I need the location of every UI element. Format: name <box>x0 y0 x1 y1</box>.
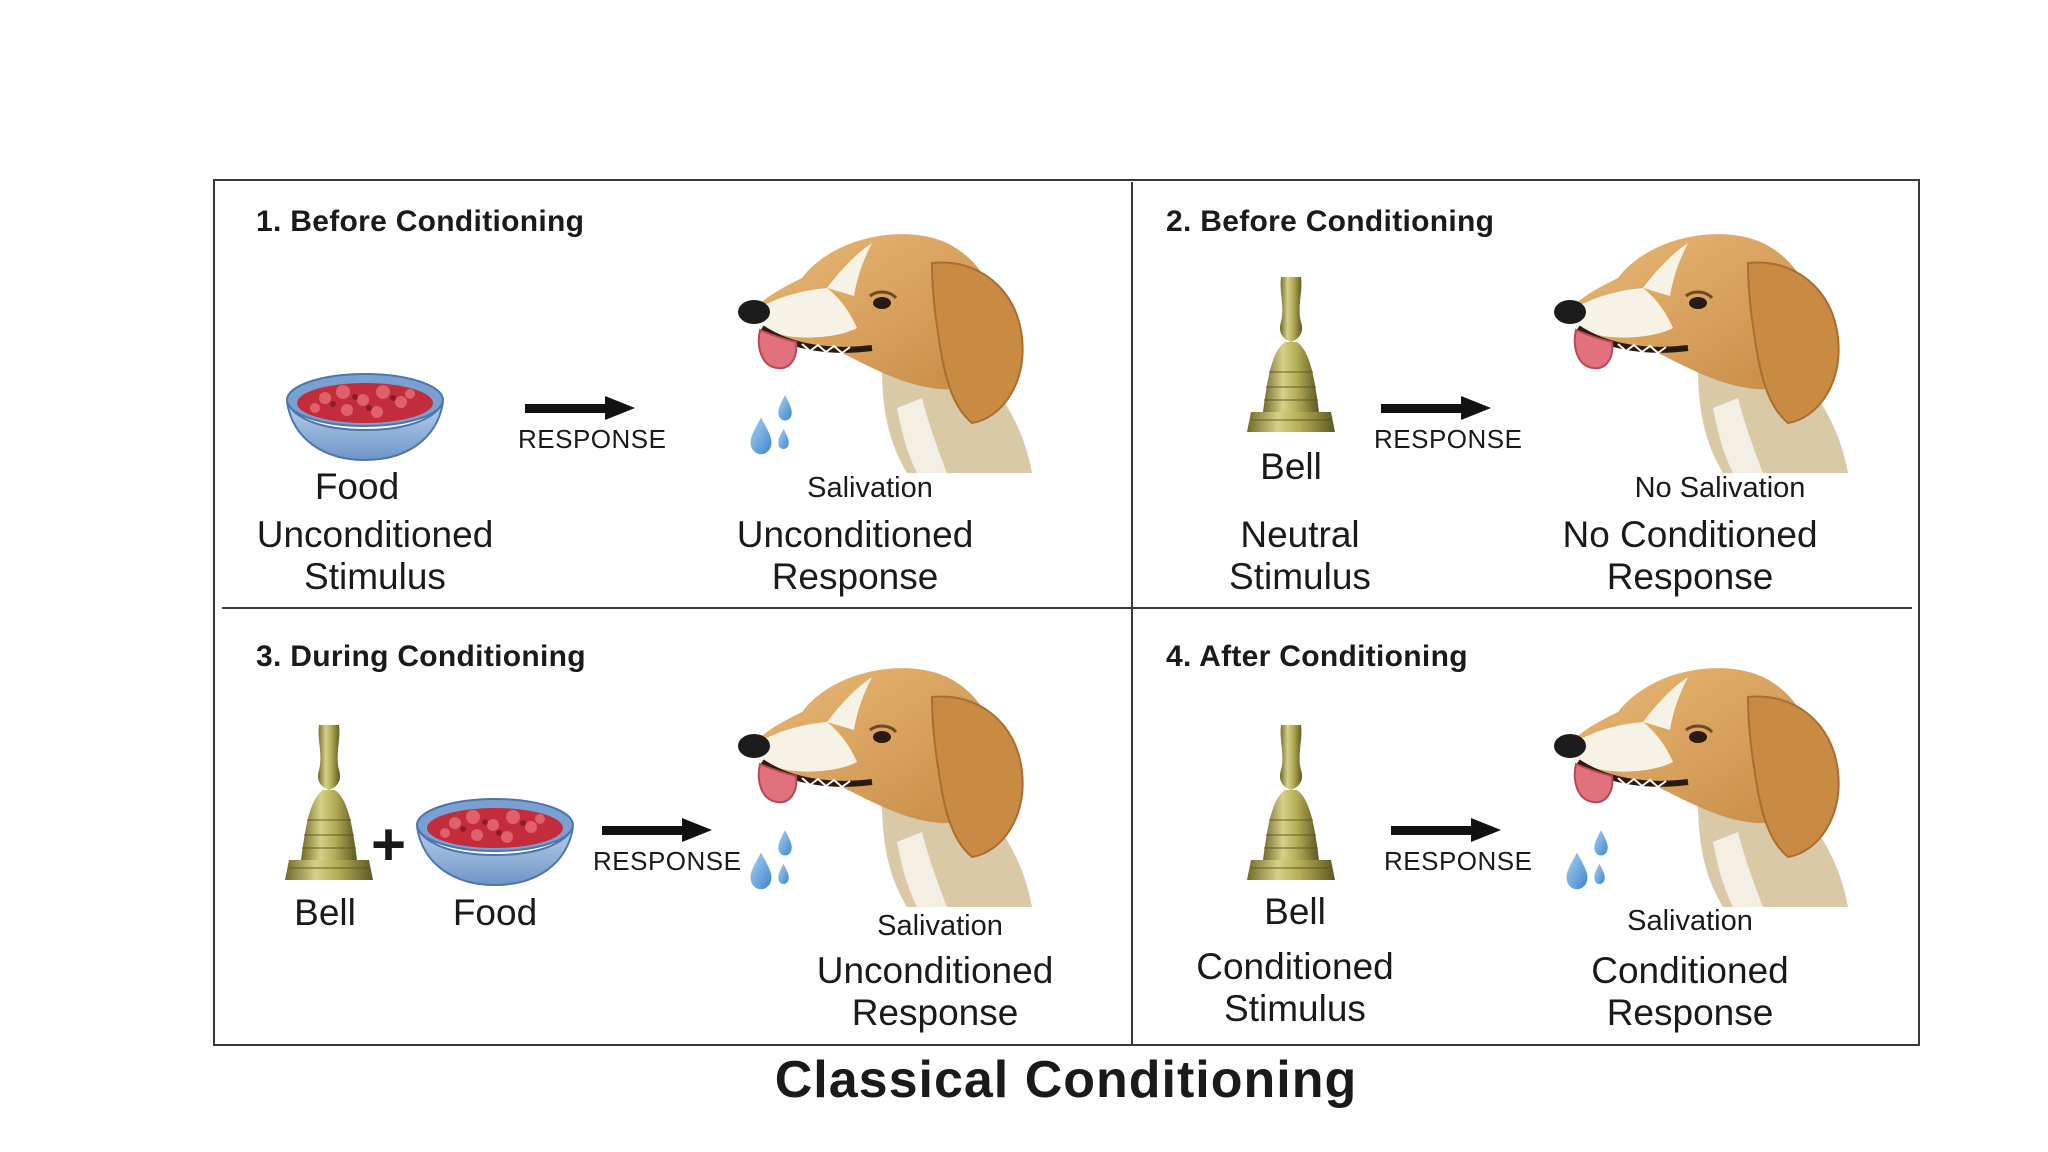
panel-2-outcome: No Salivation <box>1634 472 1806 504</box>
panel-3-response-type-line2: Response <box>851 992 1019 1033</box>
panel-4-response-type-line2: Response <box>1606 992 1774 1033</box>
arrow-right-icon <box>1391 818 1501 842</box>
bell-icon <box>279 720 379 890</box>
drool-drops-icon <box>1562 820 1622 900</box>
panel-1-stimulus-type-line2: Stimulus <box>304 556 446 597</box>
panel-3-stimulus-name-b: Food <box>452 892 538 933</box>
food-bowl-icon <box>285 370 445 465</box>
panel-1-stimulus-name: Food <box>314 466 400 507</box>
panel-2-stimulus-type-line2: Stimulus <box>1229 556 1371 597</box>
panel-1-outcome: Salivation <box>807 472 933 504</box>
divider-vertical <box>1131 182 1133 1044</box>
divider-horizontal <box>222 607 1912 609</box>
panel-4-heading: 4. After Conditioning <box>1166 640 1468 673</box>
arrow-right-icon <box>525 396 635 420</box>
bell-icon <box>1241 272 1341 442</box>
panel-2-response-label: RESPONSE <box>1374 424 1523 454</box>
panel-3-response-label: RESPONSE <box>593 846 742 876</box>
panel-1-response-type-line2: Response <box>771 556 939 597</box>
bell-icon <box>1241 720 1341 890</box>
panel-1-response-type-line1: Unconditioned <box>736 514 974 555</box>
plus-sign: + <box>371 811 407 878</box>
panel-3-stimulus-name-a: Bell <box>294 892 356 933</box>
panel-2-response-type-line1: No Conditioned <box>1562 514 1818 555</box>
panel-2-heading: 2. Before Conditioning <box>1166 205 1495 238</box>
diagram-frame <box>213 179 1920 1046</box>
panel-3-heading: 3. During Conditioning <box>256 640 586 673</box>
panel-4-response-label: RESPONSE <box>1384 846 1533 876</box>
diagram-caption: Classical Conditioning <box>774 1051 1358 1109</box>
panel-4-response-type-line1: Conditioned <box>1591 950 1789 991</box>
panel-3-response-type-line1: Unconditioned <box>816 950 1054 991</box>
panel-1-response-label: RESPONSE <box>518 424 667 454</box>
drool-drops-icon <box>746 820 806 900</box>
dog-head-icon <box>1548 218 1848 478</box>
panel-2-stimulus-name: Bell <box>1260 446 1322 487</box>
arrow-right-icon <box>602 818 712 842</box>
panel-2-response-type-line2: Response <box>1606 556 1774 597</box>
panel-4-outcome: Salivation <box>1627 905 1753 937</box>
panel-2-stimulus-type-line1: Neutral <box>1240 514 1360 555</box>
arrow-right-icon <box>1381 396 1491 420</box>
panel-4-stimulus-type-line1: Conditioned <box>1196 946 1394 987</box>
food-bowl-icon <box>415 795 575 890</box>
panel-4-stimulus-type-line2: Stimulus <box>1224 988 1366 1029</box>
drool-drops-icon <box>746 385 806 465</box>
panel-1-stimulus-type-line1: Unconditioned <box>256 514 494 555</box>
panel-3-outcome: Salivation <box>877 910 1003 942</box>
panel-1-heading: 1. Before Conditioning <box>256 205 585 238</box>
panel-4-stimulus-name: Bell <box>1264 891 1326 932</box>
